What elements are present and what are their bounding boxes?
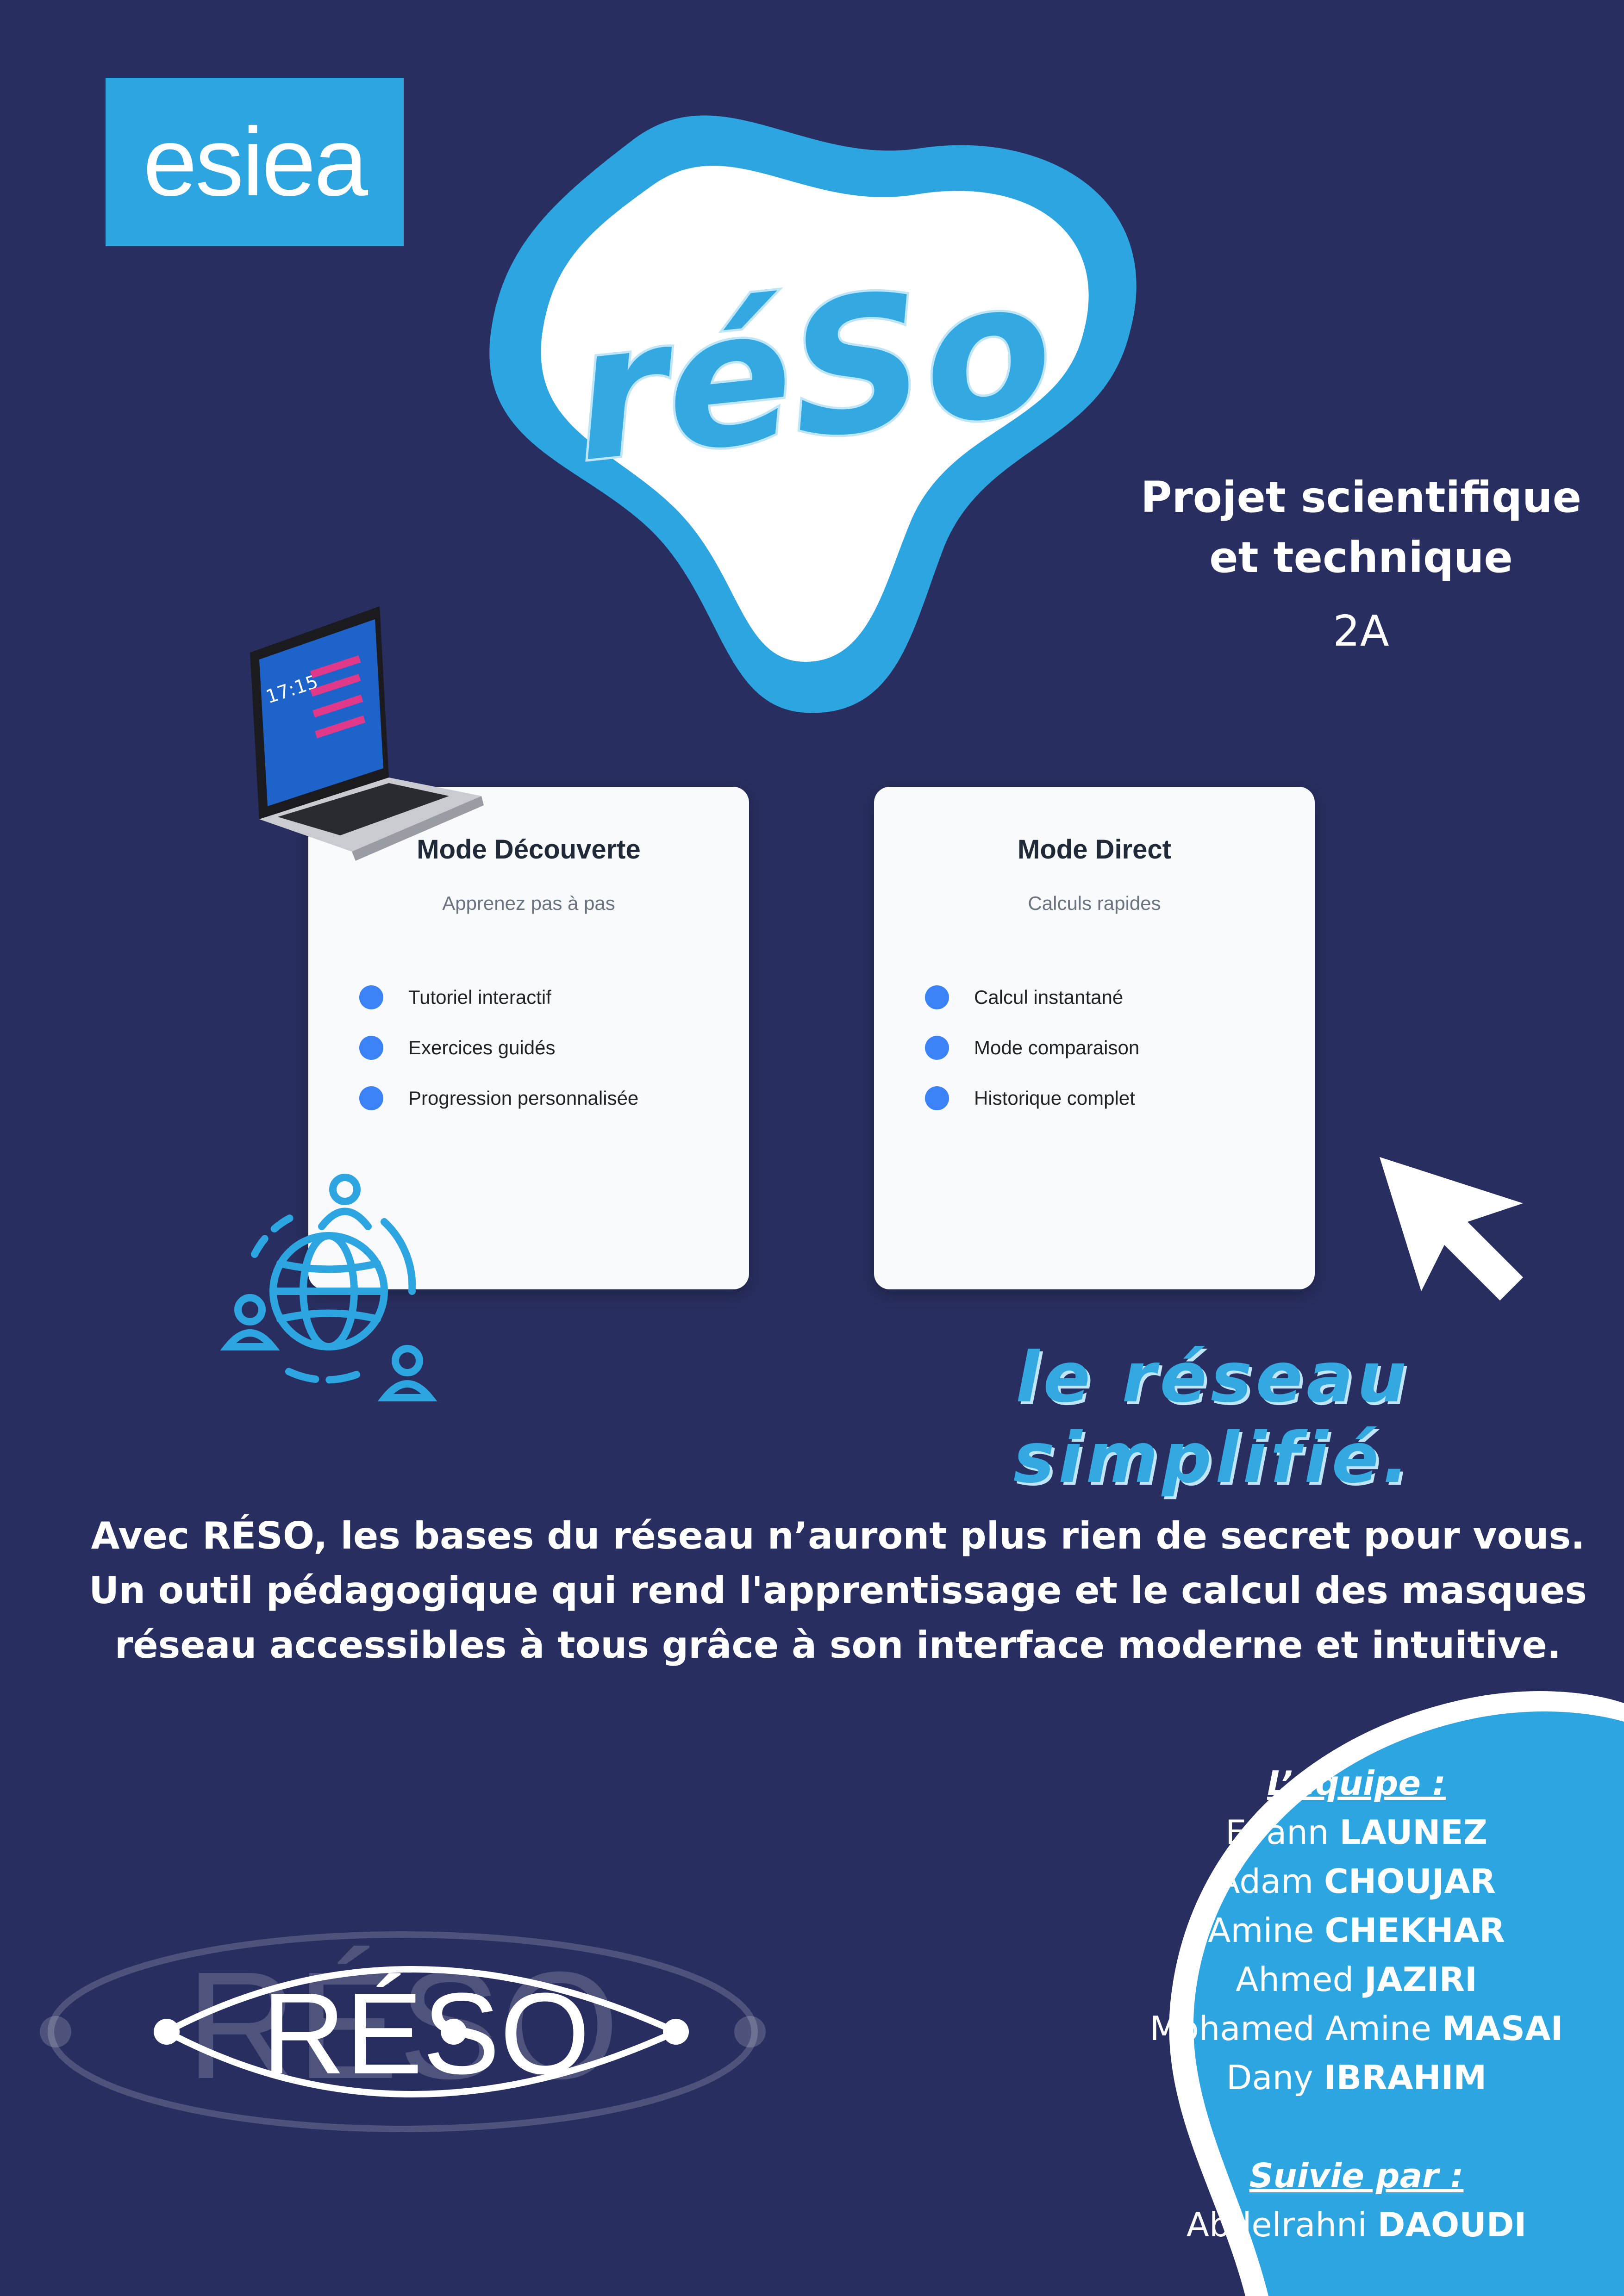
bullet-icon bbox=[925, 1086, 949, 1110]
list-item: Tutoriel interactif bbox=[359, 972, 638, 1022]
supervisor: Abdelrahni DAOUDI bbox=[1106, 2200, 1606, 2249]
card-title: Mode Direct bbox=[1018, 834, 1171, 865]
network-wordmark-icon: RÉSO RÉSO bbox=[40, 1931, 766, 2132]
card-title: Mode Découverte bbox=[417, 834, 641, 865]
member-last-name: IBRAHIM bbox=[1324, 2058, 1487, 2097]
description: Avec RÉSO, les bases du réseau n’auront … bbox=[74, 1509, 1602, 1673]
card-subtitle: Calculs rapides bbox=[1028, 892, 1161, 914]
card-feature-list: Calcul instantané Mode comparaison Histo… bbox=[925, 972, 1139, 1123]
list-item: Exercices guidés bbox=[359, 1022, 638, 1073]
esiea-logo: esiea bbox=[106, 78, 404, 246]
esiea-logo-text: esiea bbox=[143, 107, 368, 216]
list-item-label: Calcul instantané bbox=[974, 986, 1124, 1008]
reso-blob-logo: réSo bbox=[489, 115, 1137, 713]
wordmark-text: RÉSO bbox=[262, 1969, 590, 2098]
bullet-icon bbox=[925, 985, 949, 1009]
team-member: Dany IBRAHIM bbox=[1106, 2053, 1606, 2102]
description-line1: Avec RÉSO, les bases du réseau n’auront … bbox=[91, 1514, 1585, 1557]
laptop-icon: 17:15 bbox=[250, 606, 484, 861]
card-mode-direct[interactable]: Mode Direct Calculs rapides Calcul insta… bbox=[874, 787, 1315, 1289]
bullet-icon bbox=[359, 1035, 383, 1060]
team-heading: L’équipe : bbox=[1267, 1764, 1446, 1803]
list-item-label: Mode comparaison bbox=[974, 1036, 1140, 1058]
team-bulb-shape bbox=[1169, 1691, 1624, 2296]
member-last-name: JAZIRI bbox=[1364, 1960, 1477, 1999]
card-subtitle: Apprenez pas à pas bbox=[442, 892, 615, 914]
member-first-name: Ahmed bbox=[1236, 1960, 1354, 1999]
bullet-icon bbox=[359, 1086, 383, 1110]
list-item: Progression personnalisée bbox=[359, 1073, 638, 1123]
description-line3: réseau accessibles à tous grâce à son in… bbox=[114, 1624, 1562, 1667]
list-item: Historique complet bbox=[925, 1073, 1139, 1123]
team-member: Evann LAUNEZ bbox=[1106, 1808, 1606, 1857]
team-member: Ahmed JAZIRI bbox=[1106, 1955, 1606, 2004]
project-title-line2: et technique bbox=[1209, 533, 1513, 582]
list-item: Mode comparaison bbox=[925, 1022, 1139, 1073]
project-level: 2A bbox=[1333, 606, 1389, 656]
member-last-name: LAUNEZ bbox=[1339, 1813, 1487, 1852]
member-first-name: Mohamed Amine bbox=[1149, 2009, 1431, 2048]
member-first-name: Evann bbox=[1225, 1813, 1329, 1852]
list-item-label: Tutoriel interactif bbox=[408, 986, 551, 1008]
list-item-label: Exercices guidés bbox=[408, 1036, 556, 1058]
project-title-line1: Projet scientifique bbox=[1140, 473, 1582, 522]
reso-logo-text: réSo bbox=[564, 240, 1062, 504]
list-item: Calcul instantané bbox=[925, 972, 1139, 1022]
supervisor-last-name: DAOUDI bbox=[1377, 2205, 1527, 2244]
list-item-label: Progression personnalisée bbox=[408, 1087, 639, 1109]
member-last-name: MASAI bbox=[1442, 2009, 1563, 2048]
bullet-icon bbox=[359, 985, 383, 1009]
supervisor-heading: Suivie par : bbox=[1249, 2156, 1464, 2195]
project-title: Projet scientifique et technique bbox=[1106, 467, 1616, 588]
team-panel: L’équipe : Evann LAUNEZ Adam CHOUJAR Ami… bbox=[1106, 1759, 1606, 2249]
member-first-name: Dany bbox=[1226, 2058, 1313, 2097]
member-first-name: Adam bbox=[1217, 1862, 1314, 1901]
bullet-icon bbox=[925, 1035, 949, 1060]
card-feature-list: Tutoriel interactif Exercices guidés Pro… bbox=[359, 972, 638, 1123]
member-first-name: Amine bbox=[1208, 1911, 1314, 1950]
member-last-name: CHOUJAR bbox=[1324, 1862, 1496, 1901]
team-member: Adam CHOUJAR bbox=[1106, 1857, 1606, 1906]
team-member: Amine CHEKHAR bbox=[1106, 1906, 1606, 1955]
description-line2: Un outil pédagogique qui rend l'apprenti… bbox=[89, 1569, 1587, 1612]
cursor-arrow-icon bbox=[1380, 1157, 1523, 1300]
list-item-label: Historique complet bbox=[974, 1087, 1135, 1109]
member-last-name: CHEKHAR bbox=[1324, 1911, 1505, 1950]
tagline: le réseau simplifié. bbox=[1013, 1338, 1413, 1499]
team-member: Mohamed Amine MASAI bbox=[1106, 2004, 1606, 2053]
supervisor-first-name: Abdelrahni bbox=[1186, 2205, 1367, 2244]
globe-people-icon bbox=[220, 1174, 437, 1401]
card-mode-decouverte[interactable]: Mode Découverte Apprenez pas à pas Tutor… bbox=[308, 787, 749, 1289]
